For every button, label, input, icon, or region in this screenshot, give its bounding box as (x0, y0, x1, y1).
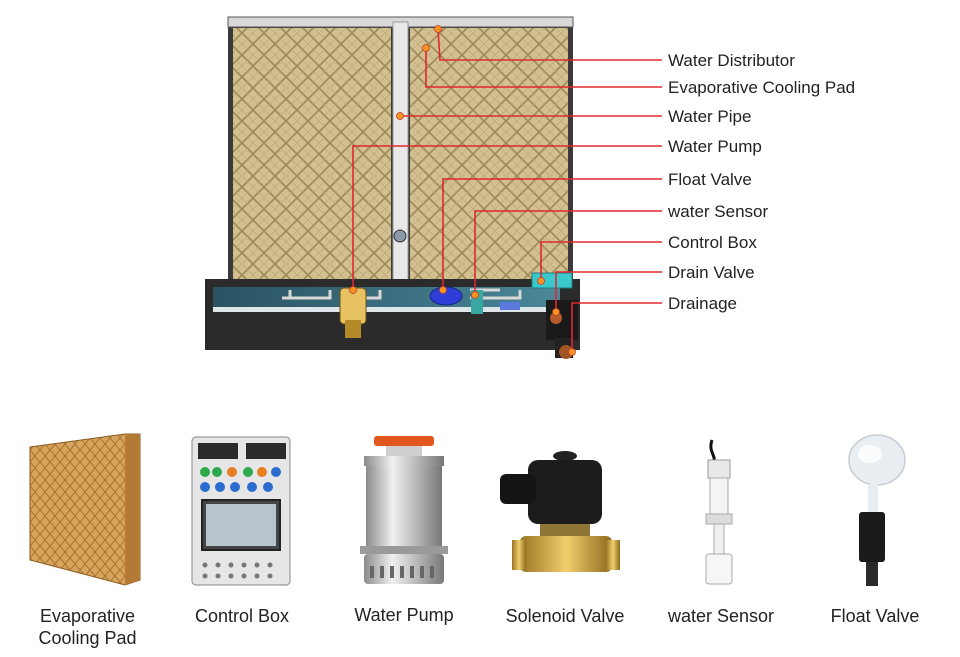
control-box-image (191, 436, 291, 586)
callout-water-distributor: Water Distributor (668, 51, 795, 70)
callout-water-pipe: Water Pipe (668, 107, 752, 126)
cooling-unit-schematic (205, 16, 662, 359)
callout-dots (349, 25, 576, 356)
cooling-pad-left (233, 28, 391, 280)
caption-line-1: Evaporative (39, 606, 136, 626)
caption-float-valve: Float Valve (830, 606, 920, 626)
water-pipe (392, 21, 409, 315)
leader-lines (352, 28, 662, 352)
cooling-pad-right (410, 28, 568, 280)
caption-evaporative-cooling-pad: Evaporative Cooling Pad (20, 605, 155, 649)
leader-water-pump (352, 145, 662, 290)
evaporative-cooling-pad-image (29, 433, 141, 586)
leader-float-valve (442, 178, 662, 290)
leader-water-sensor (474, 210, 662, 295)
water-pump-image (360, 436, 448, 584)
callout-water-pump: Water Pump (668, 137, 762, 156)
callout-evaporative-cooling-pad: Evaporative Cooling Pad (668, 78, 856, 97)
leader-water-distributor (437, 28, 662, 61)
leader-evaporative-cooling-pad (425, 48, 662, 88)
caption-water-pump: Water Pump (354, 605, 454, 625)
callout-drainage: Drainage (668, 294, 737, 313)
caption-line-2: Cooling Pad (38, 628, 137, 648)
water-sensor-image (705, 439, 733, 585)
callout-water-sensor: water Sensor (668, 202, 769, 221)
callout-float-valve: Float Valve (668, 170, 752, 189)
callout-drain-valve: Drain Valve (668, 263, 755, 282)
solenoid-valve-image (500, 451, 620, 572)
caption-solenoid-valve: Solenoid Valve (505, 606, 625, 626)
leader-control-box (540, 241, 662, 281)
float-valve-image (848, 434, 906, 586)
callout-control-box: Control Box (668, 233, 757, 252)
leader-drainage (571, 302, 662, 352)
float-valve-in-tank (429, 286, 463, 306)
leader-drain-valve (555, 271, 662, 312)
caption-control-box: Control Box (194, 606, 290, 626)
caption-water-sensor: water Sensor (667, 606, 775, 626)
